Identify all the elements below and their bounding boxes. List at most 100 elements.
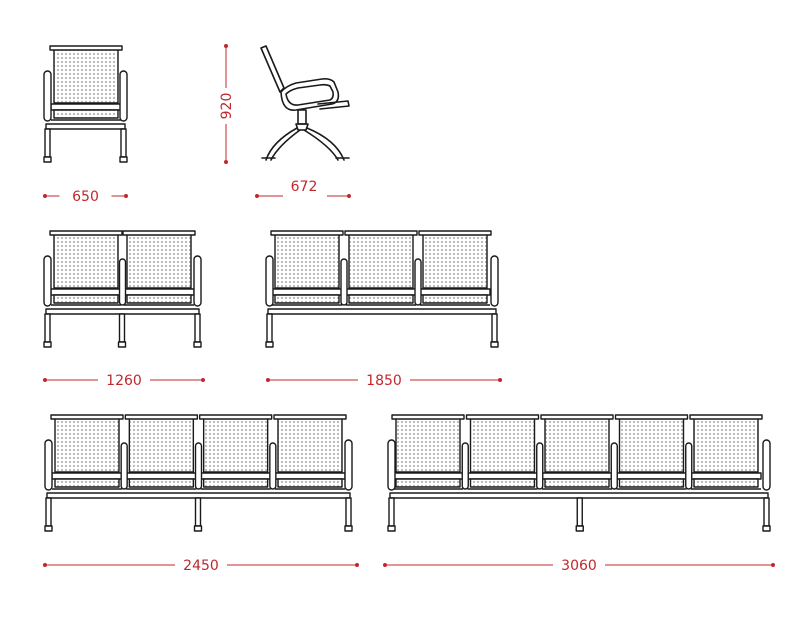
leg-1 — [44, 313, 51, 343]
seat-mesh — [128, 478, 195, 488]
left-armrest — [43, 70, 52, 122]
depth-end-left — [255, 194, 259, 198]
seat-front-rail — [51, 472, 123, 480]
backrest-top-rail — [344, 230, 418, 236]
seat-mesh — [53, 109, 119, 119]
dimension-end-left — [383, 563, 387, 567]
leg-1 — [44, 128, 51, 158]
seat-3 — [198, 414, 273, 490]
backrest-mesh — [53, 233, 119, 289]
right-armrest — [490, 255, 499, 307]
dimension-end-right — [201, 378, 205, 382]
middle-armrest-4 — [685, 442, 693, 490]
dimension-end-right — [124, 194, 128, 198]
foot-2 — [119, 156, 128, 163]
backrest-mesh — [395, 417, 461, 473]
backrest-mesh — [348, 233, 414, 289]
backrest-top-rail — [540, 414, 614, 420]
seat-front-rail — [125, 472, 198, 480]
depth-label: 672 — [291, 179, 318, 195]
middle-armrest-1 — [340, 258, 348, 306]
leg-3 — [763, 497, 770, 527]
left-armrest — [265, 255, 274, 307]
seat-mesh — [422, 294, 488, 304]
leg-1 — [266, 313, 273, 343]
backrest-top-rail — [122, 230, 196, 236]
backrest-mesh — [693, 417, 759, 473]
backrest-top-rail — [49, 230, 123, 236]
depth-end-right — [347, 194, 351, 198]
seat-2 — [465, 414, 540, 490]
backrest-mesh — [277, 417, 343, 473]
leg-1 — [45, 497, 52, 527]
side-seat-inner — [285, 83, 334, 106]
leg-2 — [120, 128, 127, 158]
foot-1 — [43, 341, 52, 348]
backrest-top-rail — [689, 414, 763, 420]
foot-2 — [575, 525, 584, 532]
height-label: 920 — [219, 93, 235, 120]
middle-armrest-2 — [536, 442, 544, 490]
leg-2 — [194, 497, 202, 527]
seat-mesh — [274, 294, 340, 304]
dimension-end-left — [266, 378, 270, 382]
support-beam — [46, 492, 351, 499]
seat-4 — [614, 414, 689, 490]
seat-2 — [344, 230, 418, 306]
seat-front-rail — [50, 103, 122, 111]
leg-3 — [194, 313, 201, 343]
seat-mesh — [693, 478, 759, 488]
side-column — [297, 109, 307, 125]
seat-front-rail — [466, 472, 539, 480]
seat-mesh — [202, 478, 269, 488]
backrest-mesh — [274, 233, 340, 289]
dimension-label: 1850 — [366, 373, 402, 389]
seat-mesh — [469, 478, 536, 488]
foot-3 — [344, 525, 353, 532]
depth-dimension: 672 — [255, 179, 351, 204]
dimension-label: 2450 — [183, 558, 219, 574]
dimension-end-right — [355, 563, 359, 567]
dimension-end-left — [43, 194, 47, 198]
seat-3 — [418, 230, 492, 306]
side-seat-frame — [280, 78, 340, 111]
seat-front-rail — [345, 288, 417, 296]
backrest-top-rail — [270, 230, 344, 236]
backrest-top-rail — [198, 414, 273, 420]
seat-mesh — [54, 478, 120, 488]
bench-2-seat — [43, 230, 202, 348]
dimension-two_seat: 1260 — [43, 373, 205, 389]
seat-front-rail — [690, 472, 762, 480]
seat-mesh — [348, 294, 414, 304]
side-leg-front — [265, 127, 298, 161]
seat-mesh — [53, 294, 119, 304]
seat-front-rail — [274, 472, 346, 480]
foot-1 — [44, 525, 53, 532]
seat-front-rail — [199, 472, 272, 480]
height-end-top — [224, 44, 228, 48]
foot-2 — [117, 341, 127, 348]
leg-2 — [576, 497, 583, 527]
backrest-top-rail — [49, 45, 123, 51]
bench-drawings — [43, 45, 771, 532]
dimension-end-left — [43, 563, 47, 567]
right-armrest — [119, 70, 128, 122]
side-backrest — [260, 45, 285, 93]
middle-armrest-3 — [269, 442, 277, 490]
seat-1 — [270, 230, 344, 306]
backrest-mesh — [544, 417, 610, 473]
seat-front-rail — [392, 472, 464, 480]
left-armrest — [43, 255, 52, 307]
backrest-top-rail — [391, 414, 465, 420]
leg-3 — [345, 497, 352, 527]
bench-5-seat — [387, 414, 771, 532]
dimension-single_width: 650 — [43, 189, 128, 205]
foot-1 — [387, 525, 396, 532]
backrest-mesh — [202, 417, 269, 473]
seat-mesh — [395, 478, 461, 488]
dimension-label: 650 — [72, 189, 99, 205]
dimension-three_seat: 1850 — [266, 373, 502, 389]
middle-armrest-2 — [414, 258, 422, 306]
dimension-label: 1260 — [106, 373, 142, 389]
bench-1-seat — [43, 45, 128, 163]
